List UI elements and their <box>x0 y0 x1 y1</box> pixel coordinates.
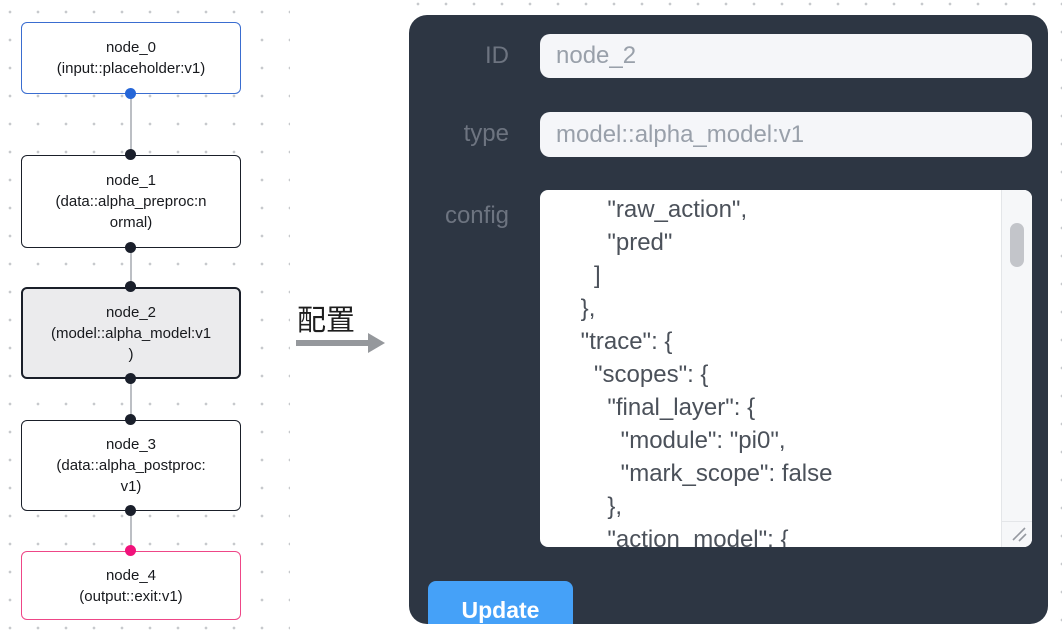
right-arrow-icon <box>296 340 370 346</box>
graph-node-node_0[interactable]: node_0 (input::placeholder:v1) <box>21 22 241 94</box>
node-type-label: (data::alpha_postproc: <box>56 457 206 474</box>
port-node3-output[interactable] <box>125 505 136 516</box>
node-type-label: v1) <box>120 478 142 495</box>
config-editor: "raw_action", "pred" ] }, "trace": { "sc… <box>540 190 1032 547</box>
textarea-resize-handle-icon[interactable] <box>1009 524 1029 544</box>
edge-node0-node1 <box>130 94 132 155</box>
type-input[interactable] <box>540 112 1032 157</box>
port-node3-input[interactable] <box>125 414 136 425</box>
id-field-label: ID <box>485 42 509 69</box>
graph-node-node_1[interactable]: node_1 (data::alpha_preproc:n ormal) <box>21 155 241 248</box>
node-type-label: ormal) <box>109 214 153 231</box>
node-title: node_1 <box>105 172 157 189</box>
port-node0-output[interactable] <box>125 88 136 99</box>
config-scrollbar-thumb[interactable] <box>1010 223 1024 267</box>
graph-node-node_3[interactable]: node_3 (data::alpha_postproc: v1) <box>21 420 241 511</box>
config-field-label: config <box>444 202 509 229</box>
port-node4-input[interactable] <box>125 545 136 556</box>
graph-node-node_2-selected[interactable]: node_2 (model::alpha_model:v1 ) <box>21 287 241 379</box>
node-title: node_2 <box>105 303 157 321</box>
node-type-label: (model::alpha_model:v1 <box>50 324 212 342</box>
config-textarea[interactable]: "raw_action", "pred" ] }, "trace": { "sc… <box>540 190 1000 547</box>
node-title: node_3 <box>105 436 157 453</box>
right-arrow-head-icon <box>368 333 385 353</box>
port-node1-output[interactable] <box>125 242 136 253</box>
edge-node1-node2 <box>130 248 132 287</box>
node-config-panel: ID type config "raw_action", "pred" ] },… <box>409 15 1048 624</box>
node-title: node_4 <box>105 566 157 584</box>
edge-node2-node3 <box>130 379 132 420</box>
scrollbar-divider <box>1002 521 1032 522</box>
port-node2-output[interactable] <box>125 373 136 384</box>
port-node2-input[interactable] <box>125 281 136 292</box>
type-field-label: type <box>463 120 509 147</box>
node-type-label: ) <box>128 345 134 363</box>
configure-annotation: 配置 <box>297 305 356 337</box>
node-type-label: (input::placeholder:v1) <box>56 60 206 77</box>
config-scrollbar-track[interactable] <box>1001 190 1032 547</box>
id-input[interactable] <box>540 34 1032 78</box>
edge-node3-node4 <box>130 511 132 551</box>
node-title: node_0 <box>105 39 157 56</box>
node-type-label: (data::alpha_preproc:n <box>55 193 207 210</box>
graph-node-node_4[interactable]: node_4 (output::exit:v1) <box>21 551 241 620</box>
update-button[interactable]: Update <box>428 581 573 624</box>
node-type-label: (output::exit:v1) <box>79 587 183 605</box>
port-node1-input[interactable] <box>125 149 136 160</box>
